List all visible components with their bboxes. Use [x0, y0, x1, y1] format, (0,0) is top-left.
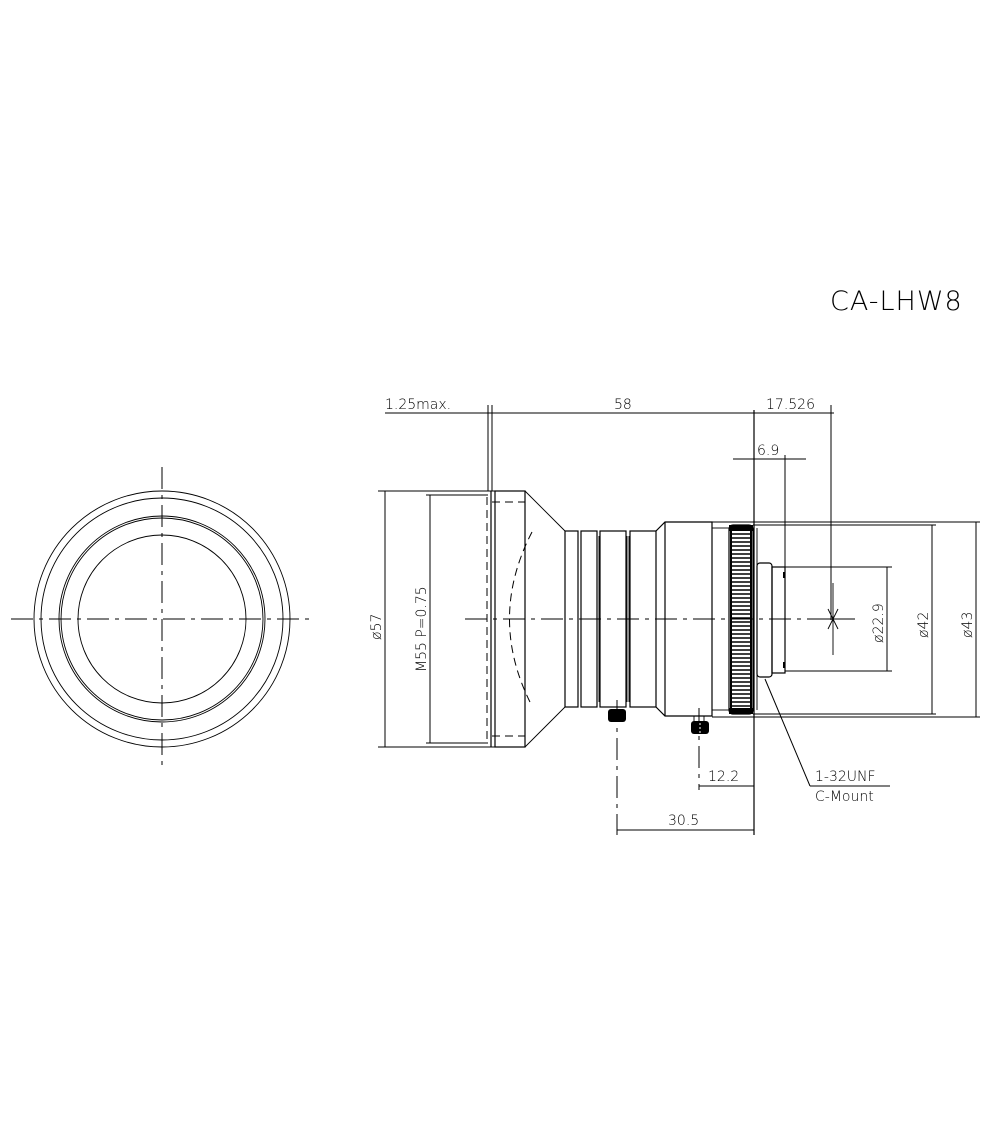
- dim-body-diameter-42: ø42: [916, 612, 932, 638]
- drawing-title: CA-LHW8: [830, 286, 963, 317]
- dim-screw-offset-30: 30.5: [668, 813, 699, 829]
- dim-flange-back: 17.526: [766, 397, 815, 413]
- dim-mount-inner-diameter: ø22.9: [871, 603, 887, 643]
- knurl-pattern: [729, 525, 753, 714]
- dim-mount-depth: 6.9: [757, 443, 779, 459]
- locking-screw-2: [691, 708, 709, 790]
- side-view: [465, 410, 855, 835]
- callout-thread: 1-32UNF: [815, 769, 876, 785]
- dim-filter-thread: M55 P=0.75: [414, 586, 430, 672]
- dimensions: 1.25max. 58 17.526 6.9 ø57 M55 P=0.75 ø2…: [369, 397, 980, 831]
- dim-length-58: 58: [614, 397, 632, 413]
- dim-screw-offset-12: 12.2: [708, 769, 739, 785]
- dim-outer-diameter: ø57: [369, 614, 385, 640]
- callout-mount: C-Mount: [815, 789, 874, 805]
- dim-body-diameter-43: ø43: [960, 612, 976, 638]
- front-view: [11, 467, 312, 770]
- locking-screw-1: [608, 700, 626, 835]
- dim-flange-max: 1.25max.: [385, 397, 451, 413]
